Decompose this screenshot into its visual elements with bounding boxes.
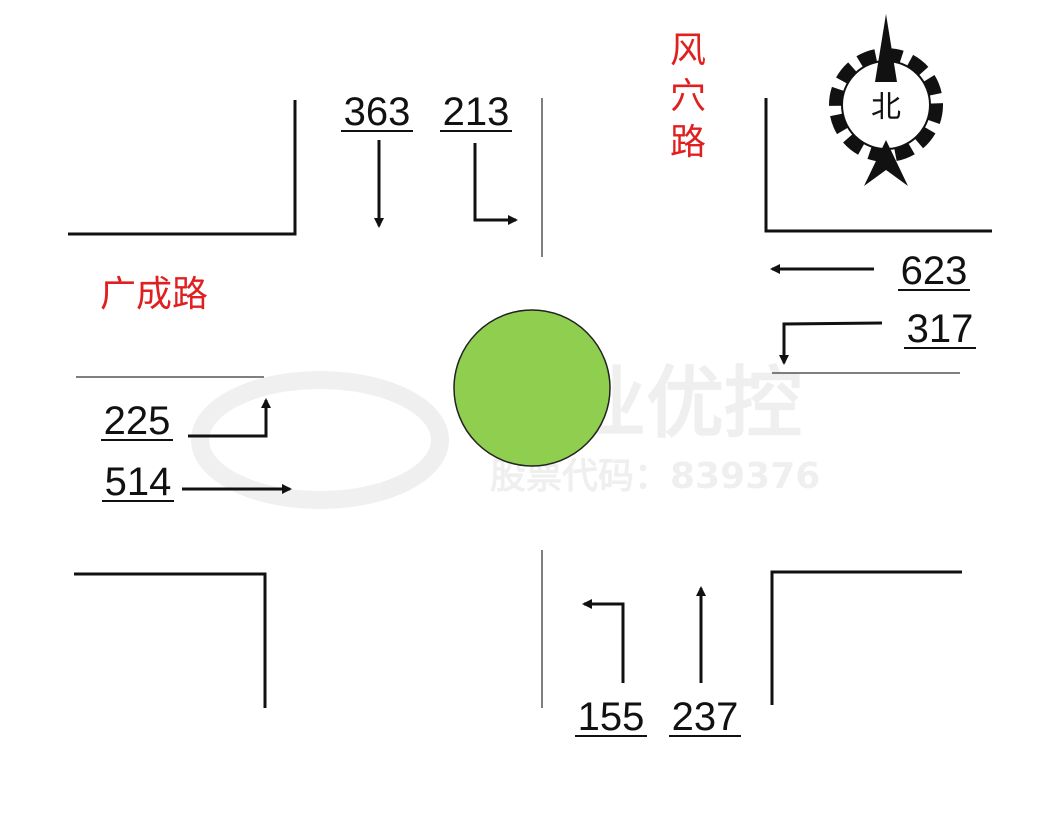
road-edges [68,98,992,708]
flow-west-left: 225 [104,399,171,443]
compass-label: 北 [871,90,901,125]
watermark-logo [191,371,449,509]
arrow-south-left-icon [582,599,625,683]
arrow-east-left-icon [779,321,883,365]
flow-west-straight: 514 [105,460,172,504]
corner-se [770,570,962,705]
road-label-north-south-char3: 路 [670,122,706,163]
compass-tail-icon [864,140,908,186]
corner-sw [74,572,267,708]
lane-dividers [76,98,960,708]
arrow-west-left-icon [188,398,271,438]
road-label-north-south-char1: 风 [670,30,706,71]
corner-nw [68,100,297,236]
flow-north-left: 213 [443,90,510,134]
flow-labels: 363 213 623 317 225 514 155 237 [101,90,976,739]
flow-south-straight: 237 [672,695,739,739]
flow-arrows [182,140,883,683]
roundabout [453,309,611,467]
road-label-east-west: 广成路 [100,274,208,315]
flow-east-straight: 623 [901,249,968,293]
north-arrow-icon [875,14,897,82]
flow-north-straight: 363 [344,90,411,134]
flow-south-left: 155 [578,695,645,739]
road-label-north-south: 风 穴 路 [670,30,706,163]
road-label-north-south-char2: 穴 [670,76,706,117]
compass: 北 [829,14,943,186]
arrow-north-left-icon [473,143,518,225]
corner-ne [764,98,992,233]
flow-east-left: 317 [907,307,974,351]
